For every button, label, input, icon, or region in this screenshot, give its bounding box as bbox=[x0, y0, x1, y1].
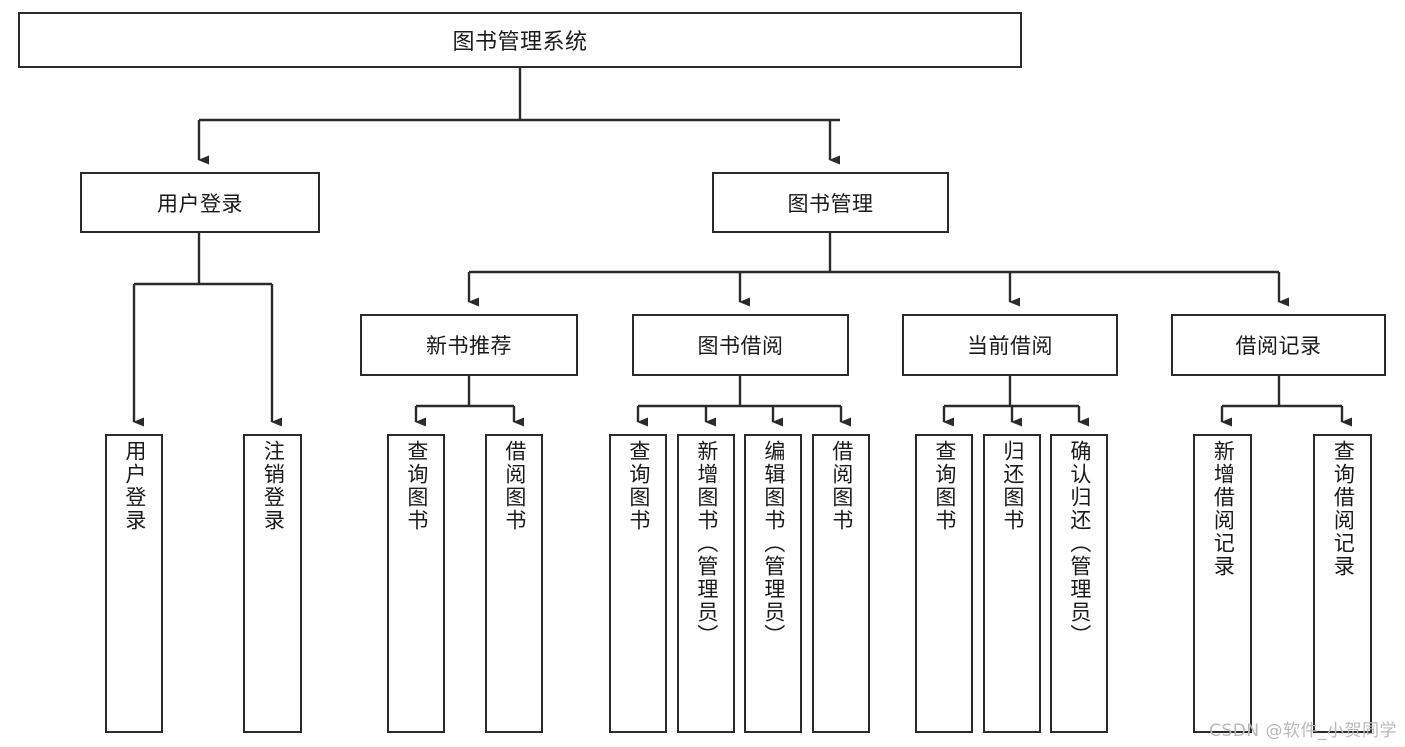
leaf-current-borrow-query[interactable]: 查询图书 bbox=[915, 434, 973, 733]
leaf-borrow-record-add[interactable]: 新增借阅记录 bbox=[1193, 434, 1252, 733]
leaf-current-borrow-return[interactable]: 归还图书 bbox=[983, 434, 1041, 733]
node-label: 图书管理系统 bbox=[452, 30, 588, 55]
leaf-book-borrow-edit-admin[interactable]: 编辑图书（管理员） bbox=[744, 434, 802, 733]
node-new-book-recommendation[interactable]: 新书推荐 bbox=[360, 314, 578, 376]
leaf-book-borrow-query[interactable]: 查询图书 bbox=[609, 434, 667, 733]
node-label: 借阅记录 bbox=[1235, 334, 1322, 358]
leaf-book-borrow-borrow[interactable]: 借阅图书 bbox=[812, 434, 870, 733]
node-label: 查询图书 bbox=[932, 440, 957, 532]
node-label: 新增图书（管理员） bbox=[694, 440, 719, 647]
leaf-user-login-login[interactable]: 用户登录 bbox=[105, 434, 163, 733]
node-label: 查询借阅记录 bbox=[1331, 440, 1356, 578]
node-label: 借阅图书 bbox=[502, 440, 527, 532]
node-label: 借阅图书 bbox=[829, 440, 854, 532]
node-label: 新书推荐 bbox=[426, 334, 512, 358]
node-label: 图书管理 bbox=[787, 191, 874, 216]
node-borrowing-record[interactable]: 借阅记录 bbox=[1171, 314, 1386, 376]
node-label: 归还图书 bbox=[1000, 440, 1025, 532]
leaf-borrow-record-query[interactable]: 查询借阅记录 bbox=[1313, 434, 1372, 733]
node-user-login[interactable]: 用户登录 bbox=[80, 172, 320, 233]
leaf-book-borrow-add-admin[interactable]: 新增图书（管理员） bbox=[677, 434, 735, 733]
node-label: 用户登录 bbox=[157, 191, 243, 216]
node-label: 编辑图书（管理员） bbox=[761, 440, 786, 647]
node-label: 查询图书 bbox=[626, 440, 651, 532]
node-book-borrowing[interactable]: 图书借阅 bbox=[632, 314, 849, 376]
node-label: 新增借阅记录 bbox=[1211, 440, 1236, 578]
node-label: 确认归还（管理员） bbox=[1067, 440, 1092, 647]
node-current-borrowing[interactable]: 当前借阅 bbox=[902, 314, 1118, 376]
node-root-book-management-system[interactable]: 图书管理系统 bbox=[18, 12, 1022, 68]
node-label: 用户登录 bbox=[122, 440, 147, 532]
node-label: 查询图书 bbox=[404, 440, 429, 532]
node-label: 注销登录 bbox=[261, 440, 286, 532]
leaf-user-login-logout[interactable]: 注销登录 bbox=[243, 434, 302, 733]
node-book-management[interactable]: 图书管理 bbox=[712, 172, 949, 233]
leaf-new-book-query[interactable]: 查询图书 bbox=[387, 434, 445, 733]
node-label: 图书借阅 bbox=[697, 334, 784, 358]
leaf-new-book-borrow[interactable]: 借阅图书 bbox=[485, 434, 543, 733]
node-label: 当前借阅 bbox=[967, 334, 1053, 358]
leaf-current-borrow-confirm-return-admin[interactable]: 确认归还（管理员） bbox=[1050, 434, 1108, 733]
